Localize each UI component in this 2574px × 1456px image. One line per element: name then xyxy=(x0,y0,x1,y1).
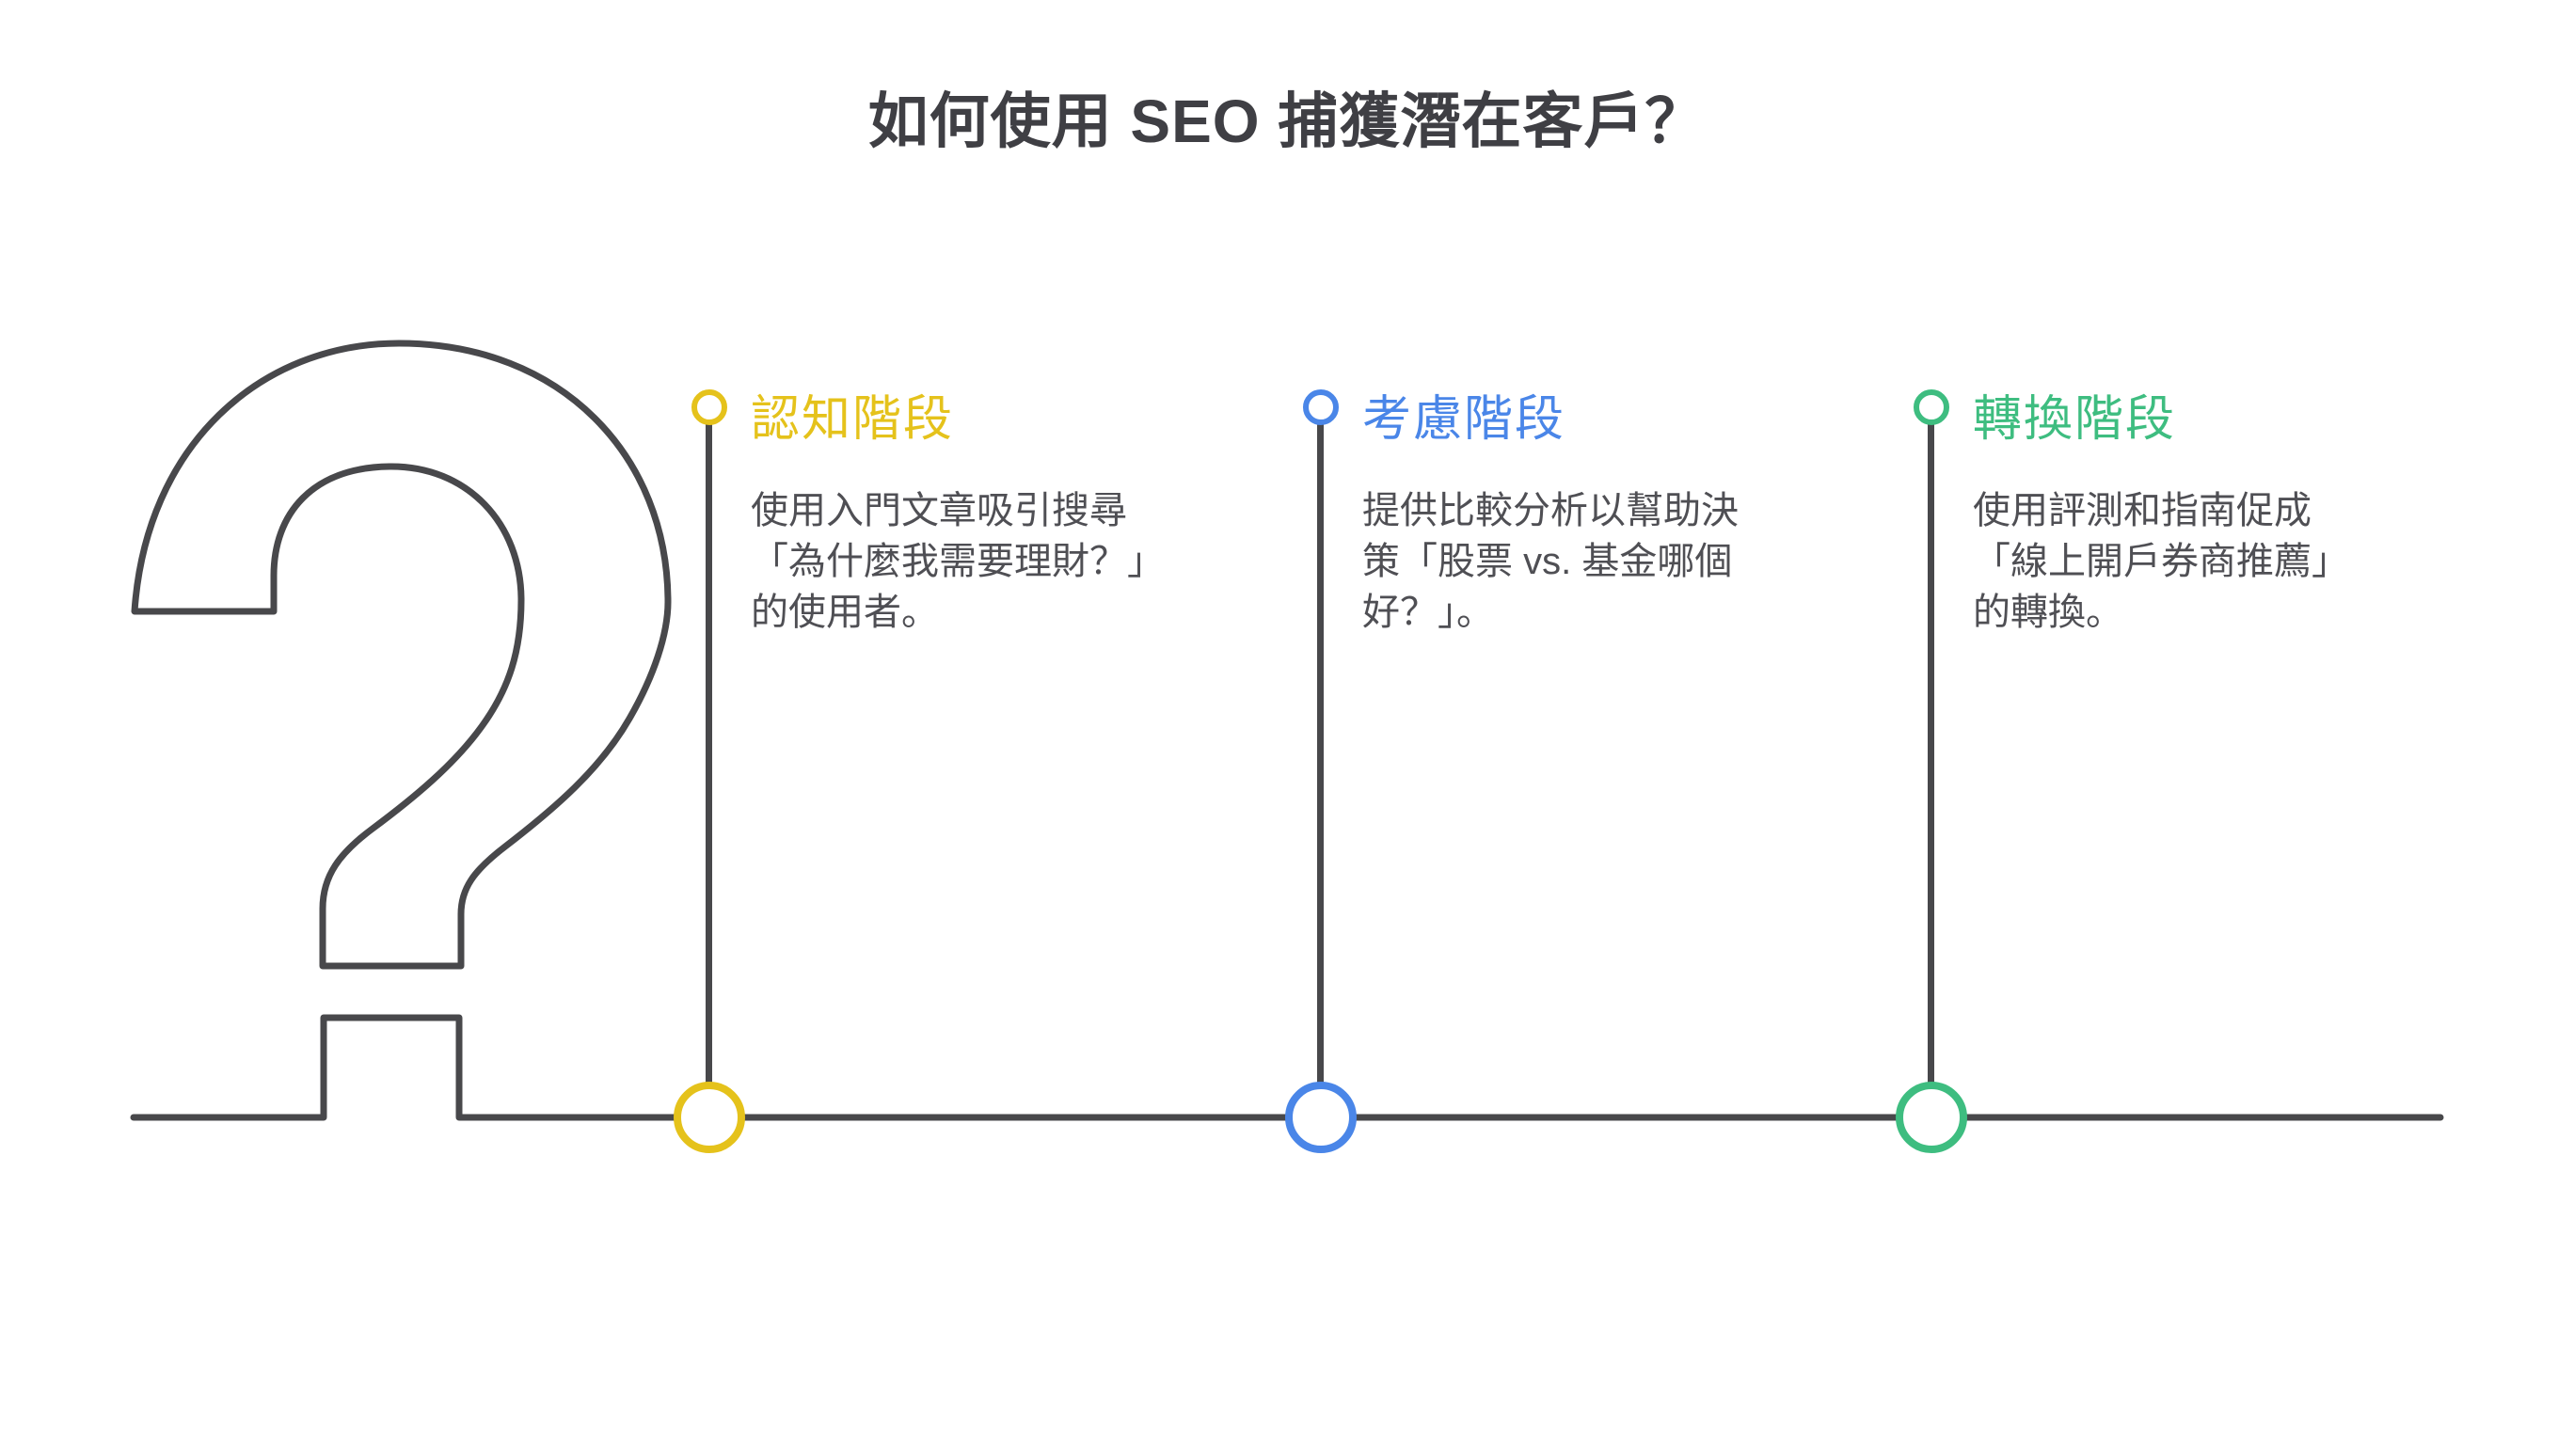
page-title: 如何使用 SEO 捕獲潛在客戶？ xyxy=(867,87,1707,155)
stage-top-circle-icon xyxy=(1914,389,1949,425)
stage-top-circle-icon xyxy=(691,389,727,425)
timeline-node-circle-icon xyxy=(674,1082,745,1153)
question-mark-icon xyxy=(131,340,672,970)
stage-description: 使用評測和指南促成 「線上開戶券商推薦」 的轉換。 xyxy=(1973,490,2349,633)
stage-description: 提供比較分析以幫助決 策「股票 vs. 基金哪個 好？」。 xyxy=(1362,490,1739,633)
stage-connector-line xyxy=(1317,423,1324,1084)
timeline-line xyxy=(130,1014,2444,1121)
timeline-node-circle-icon xyxy=(1285,1082,1357,1153)
stage-connector-line xyxy=(706,423,712,1084)
stage-top-circle-icon xyxy=(1303,389,1339,425)
stage-label: 認知階段 xyxy=(751,392,955,447)
stage-description: 使用入門文章吸引搜尋 「為什麼我需要理財？」 的使用者。 xyxy=(751,490,1165,633)
timeline-node-circle-icon xyxy=(1896,1082,1967,1153)
stage-label: 考慮階段 xyxy=(1362,392,1566,447)
stage-label: 轉換階段 xyxy=(1973,392,2177,447)
stage-connector-line xyxy=(1928,423,1934,1084)
